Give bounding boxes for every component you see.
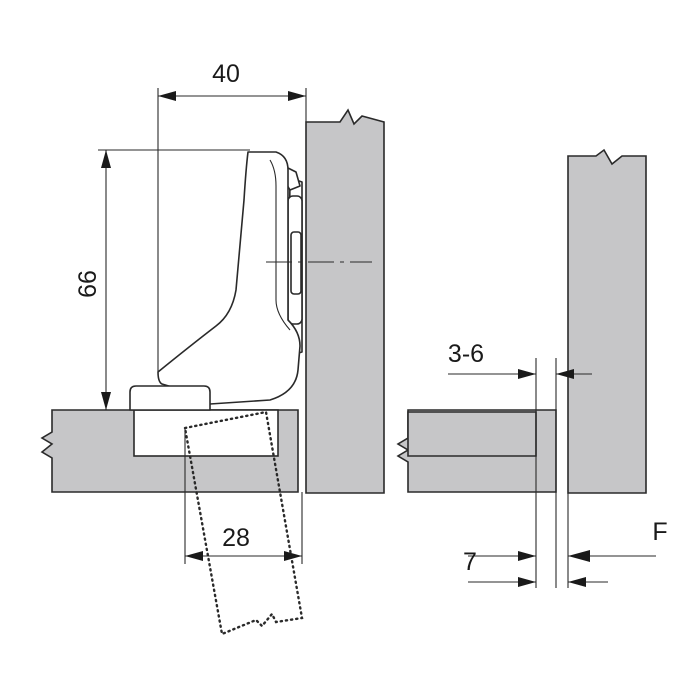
dim-66-arrow-bottom	[101, 392, 111, 410]
dim-40-arrow-left	[158, 91, 176, 101]
mounting-plate-insert	[290, 231, 302, 295]
dim-7-arrow-lower	[518, 577, 536, 587]
side-panel-left	[305, 108, 385, 494]
dim-66-label: 66	[74, 270, 102, 298]
side-panel-right	[567, 148, 647, 494]
dim-3-6-label: 3-6	[448, 340, 484, 368]
dim-28-label: 28	[222, 524, 250, 552]
hinge-cup	[129, 385, 211, 411]
dim-7-arrow-left	[518, 551, 536, 561]
dim-7-label: 7	[463, 548, 477, 576]
dim-7-arrow-lower-right	[568, 577, 586, 587]
hinge-arm	[157, 151, 301, 405]
dim-40-arrow-right	[288, 91, 306, 101]
door-edge-recess	[407, 411, 537, 457]
dim-28-arrow-right	[284, 551, 302, 561]
force-f-arrow	[568, 550, 590, 562]
dim-28-arrow-left	[185, 551, 203, 561]
dim-66-arrow-top	[101, 150, 111, 168]
force-f-label: F	[652, 518, 667, 546]
cup-recess	[133, 409, 279, 457]
hinge-arm-detail	[269, 159, 291, 331]
dim-40-label: 40	[212, 60, 240, 88]
dim-3-6-arrow-right	[556, 369, 574, 379]
dim-3-6-arrow-left	[518, 369, 536, 379]
door-open-outline	[183, 410, 304, 636]
